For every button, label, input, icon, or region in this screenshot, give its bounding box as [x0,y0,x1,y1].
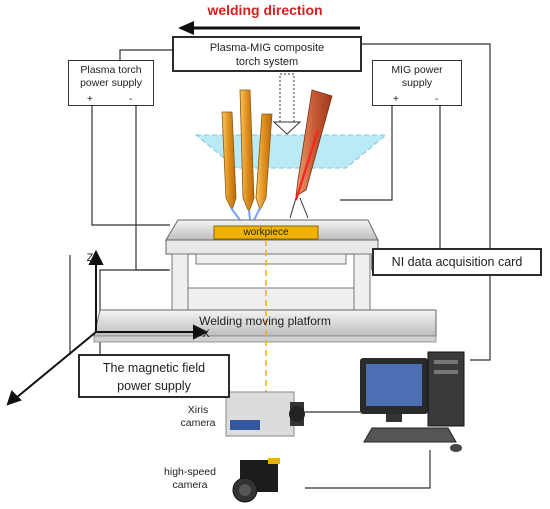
welding-direction-label: welding direction [207,2,323,18]
platform-label: Welding moving platform [199,314,331,328]
xiris-camera-icon [225,391,305,437]
wiring-lines [69,43,491,489]
plasma-supply-label: Plasma torch power supply [80,64,142,89]
workpiece-plate [213,225,319,240]
plasma-torch-center [239,89,255,214]
highspeed-camera-icon [232,458,280,503]
highspeed-camera-label: high-speed camera [164,466,216,491]
workpiece-label: workpiece [243,227,289,238]
mig-minus: - [435,94,439,105]
welding-direction-arrow [178,21,360,35]
mig-torch [289,89,333,219]
axis-x-label: X [202,328,210,340]
mig-supply-box: MIG power supply + - [372,60,462,106]
computer-icon [360,351,465,452]
plasma-torch-left [221,111,237,212]
plasma-minus: - [129,94,133,105]
plasma-plus: + [87,94,93,105]
torch-system-box: Plasma-MIG composite torch system [172,36,362,72]
workpiece-table [165,219,379,255]
xiris-camera-label: Xiris camera [180,404,216,429]
torch-feed-arrow [272,73,302,135]
coordinate-axes [6,249,209,406]
plasma-arcs [230,207,261,221]
mig-supply-label: MIG power supply [391,64,443,89]
plasma-torch-right [255,113,273,212]
table-frame [171,253,371,313]
magnetic-supply-box: The magnetic field power supply [78,354,230,398]
mig-plus: + [393,94,399,105]
ni-card-box: NI data acquisition card [372,248,542,276]
axis-z-label: Z [86,252,94,264]
plasma-supply-box: Plasma torch power supply + - [68,60,154,106]
